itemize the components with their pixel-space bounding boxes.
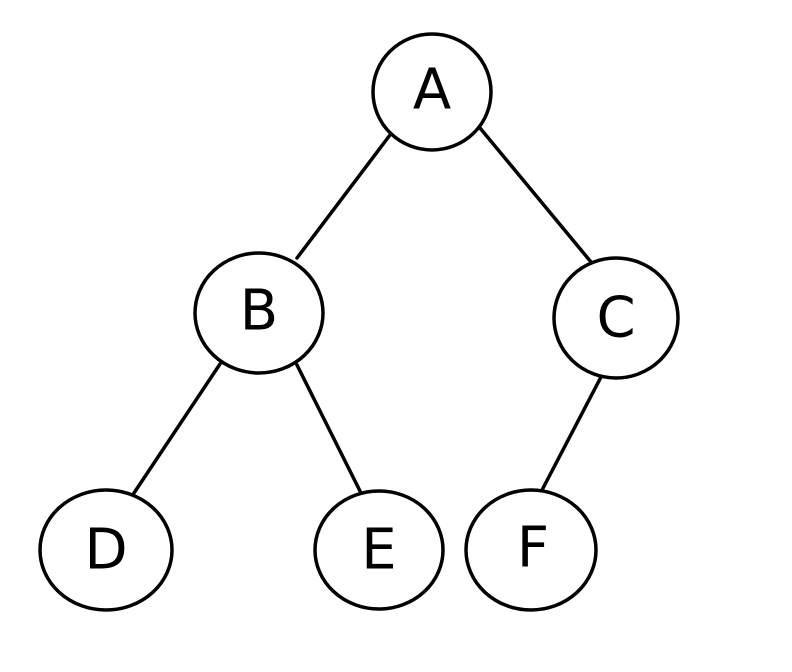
node-b-label: B [240,279,278,344]
node-d: D [38,488,174,612]
edge-a-b [295,133,392,260]
edge-b-e [295,363,363,495]
node-f-label: F [517,516,549,581]
edge-a-c [478,126,593,264]
node-a-label: A [413,58,451,123]
edge-c-f [539,375,603,494]
node-a: A [371,32,493,152]
node-c-label: C [596,286,635,351]
node-c: C [552,256,680,380]
node-e: E [313,489,445,611]
node-e-label: E [361,518,396,583]
node-f: F [464,488,598,612]
edge-b-d [132,362,222,495]
node-d-label: D [84,518,127,583]
node-b: B [193,251,325,375]
